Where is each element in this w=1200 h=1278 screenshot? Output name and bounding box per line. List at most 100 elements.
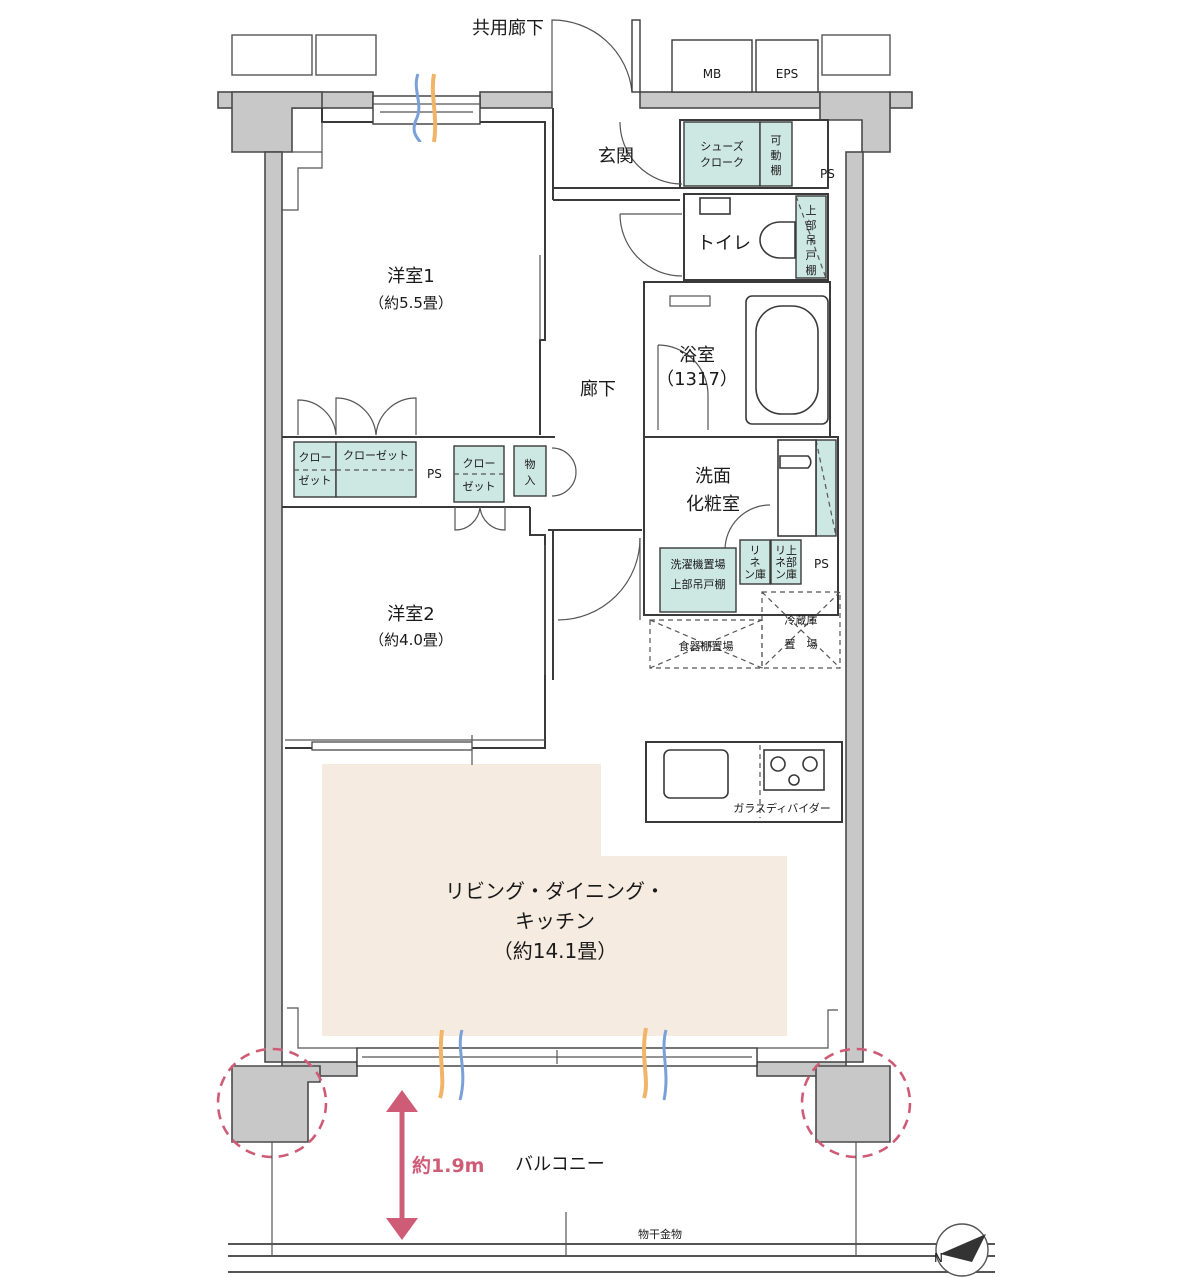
shoes-block-wall [679,119,829,189]
label-linen2-a: リ上 [775,544,797,557]
exterior-box-1 [231,34,313,76]
label-closet-c-1: クロー [463,457,496,470]
mb-box [671,39,753,93]
label-room1-name: 洋室1 [387,266,434,287]
column-top-left [231,91,323,153]
room1-closet-door-3 [375,397,417,436]
room1-east-wall [321,108,546,435]
column-highlight-left [216,1047,328,1159]
label-closet-b: クローゼット [343,449,409,462]
label-washer-1: 洗濯機置場 [671,557,726,571]
label-closet-a-1: クロー [299,451,332,464]
stove-burner-3 [788,774,800,786]
vent-south-orange-icon-1 [438,1029,445,1099]
shoes-door-swing [619,121,683,185]
label-room1-size: （約5.5畳） [369,294,453,312]
column-bottom-left [231,1065,321,1143]
depth-arrow-up-icon [386,1090,418,1112]
column-bottom-right [815,1065,891,1143]
label-toilet: トイレ [697,233,751,254]
storage [293,121,837,613]
label-glass-divider: ガラスディバイダー [733,801,831,815]
label-balcony-depth: 約1.9m [412,1154,484,1177]
toilet-cabinet-diag [795,195,827,279]
label-hanger: 物干金物 [638,1227,682,1241]
label-mono-2: 入 [525,474,536,487]
stove-burner-1 [770,756,786,772]
top-wall-mid [479,91,553,109]
label-toilet-storage-5: 棚 [806,263,817,277]
depth-arrow-down-icon [386,1218,418,1240]
label-room2-name: 洋室2 [387,604,434,625]
exterior-box-2 [315,34,377,76]
label-ps-wash: PS [814,557,829,571]
kitchen-sink [663,749,729,799]
label-washer-2: 上部吊戸棚 [671,577,726,591]
label-closet-a-2: ゼット [299,474,332,487]
label-fridge-2: 置 場 [785,638,818,651]
compass [935,1223,989,1277]
storage-mono [513,445,547,497]
vanity-basin [779,455,812,469]
label-shoes-2: クローク [700,156,744,169]
linen-2 [770,539,802,585]
label-shoes-1: シューズ [700,139,743,153]
label-bath-name: 浴室 [679,345,715,366]
bath-shelf [669,295,711,307]
eps-box [755,39,819,93]
vent-north-orange-icon [430,73,438,143]
top-wall-right [639,91,821,109]
exterior-box-3 [821,34,891,76]
windows [356,95,758,1067]
label-wash-1: 洗面 [695,466,731,487]
washer-cabinet [659,547,737,613]
structure [217,34,913,1143]
label-linen2-b: ネ部 [775,555,797,569]
room1-nw-step [282,152,323,211]
kitchen-counter [645,741,843,823]
doors [297,19,771,765]
room1-closet-door-1 [297,399,337,436]
ldk-floor [322,764,787,1036]
north-arrow-icon [940,1234,986,1262]
toilet-wall [683,193,829,281]
room1-nw-corner [292,122,323,153]
label-linen1-b: ネ [750,556,761,569]
label-mb: MB [703,67,722,81]
vent-icons [412,73,668,1101]
balcony [228,1090,995,1273]
fridge-area [761,591,841,669]
room2-door-swing [557,537,641,621]
label-linen2-c: ン庫 [775,567,797,581]
vanity-counter [777,439,817,537]
vent-south-orange-icon-2 [642,1027,648,1099]
label-ps-entry: PS [820,167,835,181]
label-toilet-storage-1: 上 [806,204,817,217]
room2-east-wall [285,507,546,749]
closet-c [453,445,505,503]
dish-diag-1 [649,619,763,669]
room2-closet-door-2 [479,506,506,531]
label-room2-size: （約4.0畳） [369,631,453,649]
top-wall-far-right [889,91,913,109]
label-genkan: 玄関 [598,146,634,167]
column-highlight-right [800,1047,912,1159]
shoes-cloak [683,121,761,187]
label-ps-closet: PS [427,467,442,481]
entrance-door-swing [551,19,633,93]
movable-shelf [759,121,793,187]
toilet-tank [699,197,731,215]
label-bath-size: （1317） [656,369,738,390]
room2-closet-door-1 [454,506,481,531]
label-dish: 食器棚置場 [679,639,734,653]
label-eps: EPS [776,67,798,81]
left-outer-wall [264,151,283,1063]
label-linen1-a: リ [750,544,761,557]
vent-south-blue-icon-1 [458,1029,465,1101]
dish-diag-2 [649,619,763,669]
wash-storage-diag [815,439,837,537]
wash-door-swing [724,504,771,551]
fridge-diag-2 [761,591,841,669]
label-fridge-1: 冷蔵庫 [785,613,818,627]
label-common-corridor: 共用廊下 [472,18,544,39]
